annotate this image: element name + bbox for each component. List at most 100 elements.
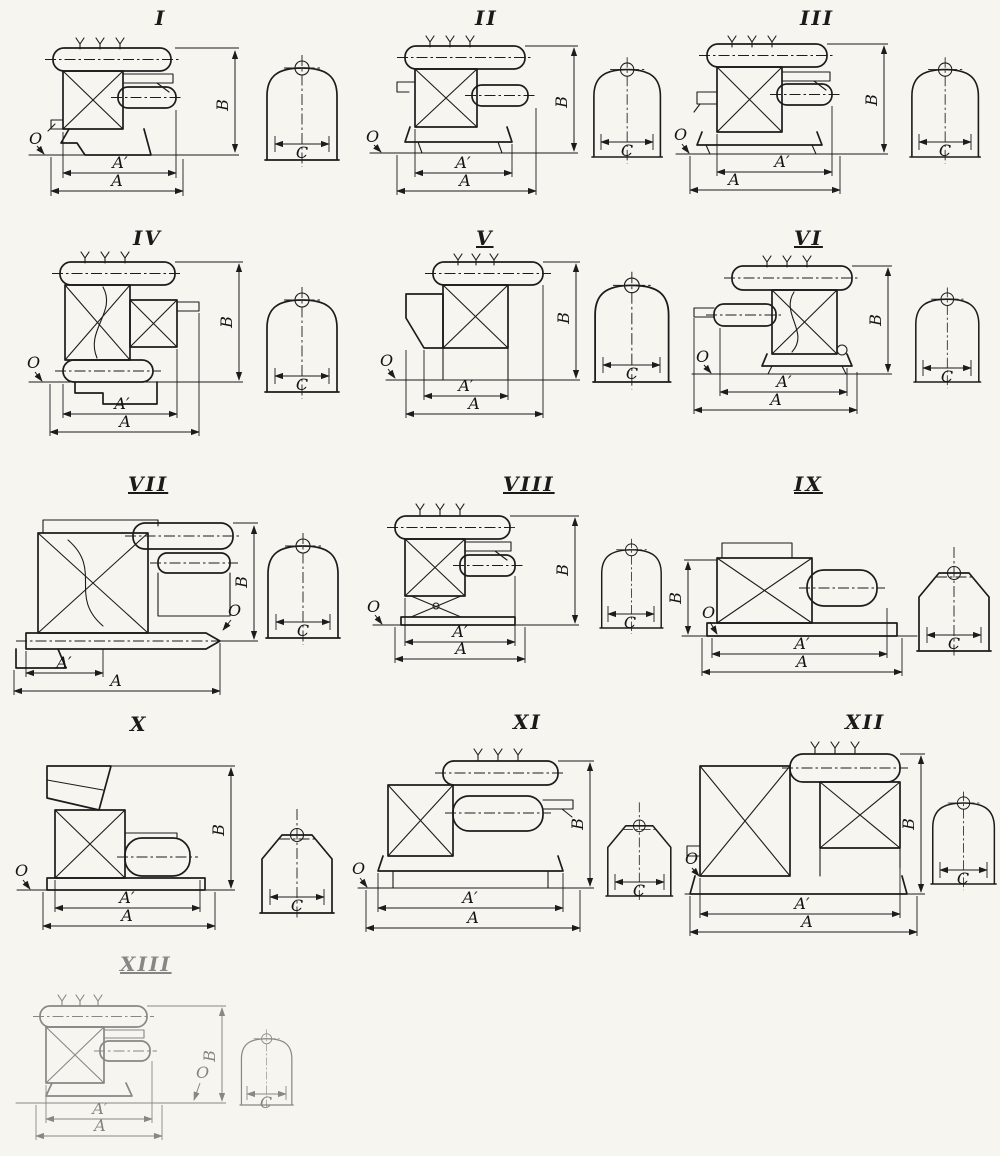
side-view (28, 37, 236, 156)
dim-a1-label: A′ (54, 653, 72, 672)
dim-a1-label: A′ (450, 622, 468, 641)
dim-a1-label: A′ (453, 153, 471, 172)
figure-viii: VIII B A′ A O (365, 472, 665, 718)
bracket (781, 71, 831, 91)
bracket (122, 73, 174, 93)
bracket (464, 541, 512, 561)
figure-xii: XII B A′ A O (684, 710, 997, 982)
dimensions: B A′ A O (693, 265, 892, 414)
feed-mark-icon (493, 748, 503, 761)
base-feet (417, 141, 503, 154)
base (696, 131, 823, 146)
extension-lines (35, 1005, 226, 1140)
dim-c-label: C (633, 881, 645, 900)
datum-arrow (193, 1082, 201, 1101)
side-view (16, 765, 231, 891)
x-brace (819, 781, 901, 849)
left-shelf (47, 119, 64, 132)
figure-xiii-drawing: B A′ A O C (15, 994, 294, 1140)
end-view: C (264, 54, 340, 168)
x-brace (387, 784, 454, 857)
dimensions: B A′ A O (367, 515, 579, 663)
dim-a-label: A (109, 171, 123, 190)
side-view (684, 741, 918, 895)
dim-a-label: A (457, 171, 471, 190)
dim-c-label: C (621, 141, 633, 160)
figure-i-drawing: B A′ A O C (28, 37, 340, 196)
extension-lines (13, 522, 258, 695)
left-step-base (15, 648, 67, 669)
extension-lines (394, 515, 579, 663)
figure-i-numeral: I (155, 6, 167, 30)
side-view (28, 251, 238, 405)
datum-o-label: O (27, 353, 40, 372)
end-view: C (930, 790, 997, 891)
figure-iv-drawing: B A′ A O C (27, 251, 340, 436)
extension-lines (405, 261, 580, 418)
end-view: C (259, 808, 335, 921)
end-view: C (592, 270, 672, 391)
extension-lines (42, 765, 235, 930)
x-brace (716, 66, 783, 133)
figure-i: I B A′ A O (25, 6, 355, 232)
figure-viii-numeral: VIII (503, 472, 555, 496)
belt-curve (789, 291, 799, 353)
dimensions: B A′ A O (380, 261, 580, 418)
figure-iv-numeral: IV (133, 226, 162, 250)
datum-arrow (387, 368, 396, 379)
datum-o-label: O (196, 1063, 209, 1082)
dimensions: B A′ A O (674, 43, 888, 194)
scissor-legs (410, 595, 462, 618)
dimensions: B A′ A O (27, 261, 243, 436)
dim-a-label: A (768, 390, 782, 409)
dim-a1-label: A′ (792, 634, 810, 653)
side-view (385, 253, 574, 381)
body-box (414, 68, 478, 128)
hopper-line (46, 779, 104, 791)
figure-xiii-numeral: XIII (120, 952, 172, 976)
side-view (15, 994, 218, 1104)
datum-arrow (373, 144, 382, 153)
x-brace (414, 68, 478, 128)
feed-mark-icon (513, 748, 523, 761)
dim-c-label: C (296, 143, 308, 162)
feed-mark-icon (473, 748, 483, 761)
x-brace (64, 284, 131, 361)
figure-ix-numeral: IX (794, 472, 823, 496)
column-lines (819, 847, 901, 877)
dim-c-label: C (941, 367, 953, 386)
figure-x-numeral: X (130, 712, 148, 736)
left-bracket (693, 307, 715, 318)
extension-lines (689, 753, 925, 936)
dimensions: B A′ A O (29, 47, 239, 196)
side-view (681, 542, 918, 637)
figure-xii-numeral: XII (845, 710, 886, 734)
body-box (45, 1026, 105, 1084)
datum-o-label: O (702, 603, 715, 622)
dim-b-label: B (213, 99, 232, 112)
dim-c-label: C (297, 621, 309, 640)
bracket (176, 301, 200, 312)
side-view (675, 35, 885, 155)
dim-a-label: A (465, 908, 479, 927)
belt-curve (67, 539, 104, 627)
datum-arrow (691, 867, 700, 877)
top-slab (42, 519, 159, 534)
dimensions: B A′ A O (366, 45, 578, 195)
dim-c-label: C (624, 613, 636, 632)
datum-arrow (359, 877, 368, 888)
feed-mark-icon (75, 994, 85, 1007)
end-view: C (599, 538, 664, 635)
figure-ii: II B A′ A O (360, 6, 670, 232)
extension-lines (49, 261, 243, 436)
figure-ix: IX B A′ A O C (662, 472, 992, 718)
extension-lines (693, 265, 892, 414)
figure-ii-drawing: B A′ A O C (366, 35, 664, 195)
end-view: C (916, 546, 992, 659)
figure-ix-drawing: B A′ A O C (666, 542, 992, 676)
body-box (716, 66, 783, 133)
x-brace (442, 284, 509, 349)
body-box (771, 289, 838, 355)
datum-arrow (681, 143, 690, 154)
figure-viii-drawing: B A′ A O C (367, 503, 664, 663)
